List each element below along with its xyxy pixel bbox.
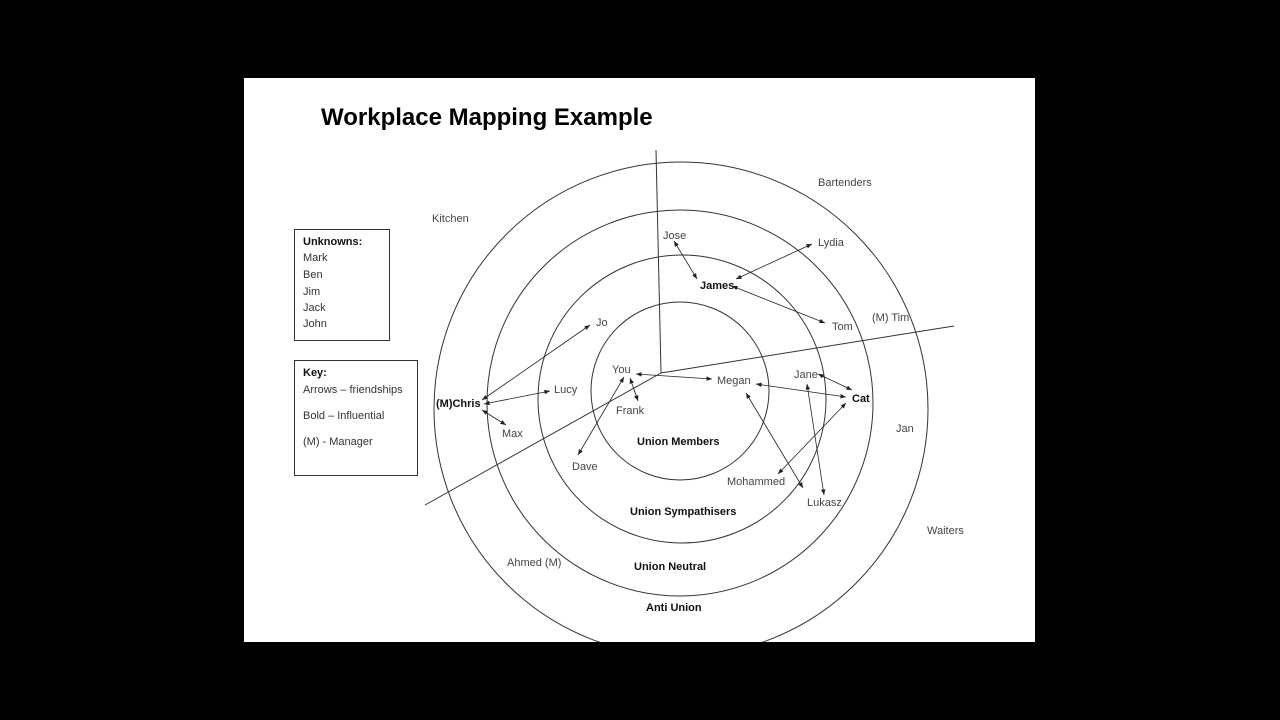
friendship-arrow bbox=[629, 377, 639, 402]
slide: Workplace Mapping Example Unknowns: Mark… bbox=[244, 78, 1035, 642]
friendship-arrow bbox=[673, 240, 698, 280]
ring-union-members bbox=[590, 301, 770, 481]
person-james: James bbox=[700, 280, 734, 292]
ring-label-union-neutral: Union Neutral bbox=[634, 561, 706, 573]
key-item: Arrows – friendships bbox=[303, 384, 403, 396]
person-tim: (M) Tim bbox=[872, 312, 909, 324]
person-tom: Tom bbox=[832, 321, 853, 333]
friendship-arrow bbox=[483, 389, 551, 406]
person-dave: Dave bbox=[572, 461, 598, 473]
person-chris: (M)Chris bbox=[436, 398, 481, 410]
page-title: Workplace Mapping Example bbox=[321, 104, 653, 131]
friendship-arrow bbox=[481, 409, 507, 426]
person-jan: Jan bbox=[896, 423, 914, 435]
unknown-item: Ben bbox=[303, 269, 323, 281]
divider-line bbox=[424, 372, 662, 506]
ring-union-neutral bbox=[486, 209, 874, 597]
unknown-item: Jack bbox=[303, 302, 326, 314]
person-megan: Megan bbox=[717, 375, 751, 387]
friendship-arrow bbox=[755, 382, 847, 399]
person-jo: Jo bbox=[596, 317, 608, 329]
workplace-map: Union Members Union Sympathisers Union N… bbox=[424, 149, 964, 642]
person-ahmed: Ahmed (M) bbox=[507, 557, 561, 569]
unknown-item: Jim bbox=[303, 286, 321, 298]
friendship-arrow bbox=[745, 392, 804, 489]
ring-label-union-sympathisers: Union Sympathisers bbox=[630, 506, 736, 518]
friendship-arrow bbox=[731, 285, 826, 324]
friendship-arrow bbox=[577, 376, 625, 456]
person-lydia: Lydia bbox=[818, 237, 845, 249]
divider-line bbox=[660, 325, 955, 374]
friendship-arrow bbox=[635, 372, 713, 381]
person-lukasz: Lukasz bbox=[807, 497, 842, 509]
key-item: (M) - Manager bbox=[303, 436, 373, 448]
unknowns-heading: Unknowns: bbox=[303, 236, 363, 248]
area-label-waiters: Waiters bbox=[927, 525, 964, 537]
person-you: You bbox=[612, 364, 631, 376]
person-lucy: Lucy bbox=[554, 384, 578, 396]
ring-label-union-members: Union Members bbox=[637, 436, 720, 448]
key-heading: Key: bbox=[303, 367, 327, 379]
unknowns-box: Unknowns: Mark Ben Jim Jack John bbox=[294, 229, 390, 341]
unknown-item: John bbox=[303, 318, 327, 330]
key-box: Key: Arrows – friendships Bold – Influen… bbox=[294, 360, 418, 476]
person-frank: Frank bbox=[616, 405, 645, 417]
ring-label-anti-union: Anti Union bbox=[646, 602, 702, 614]
friendship-arrow bbox=[735, 243, 813, 280]
friendship-arrow bbox=[817, 373, 853, 391]
person-jane: Jane bbox=[794, 369, 818, 381]
area-label-kitchen: Kitchen bbox=[432, 213, 469, 225]
person-mohammed: Mohammed bbox=[727, 476, 785, 488]
area-label-bartenders: Bartenders bbox=[818, 177, 872, 189]
person-jose: Jose bbox=[663, 230, 686, 242]
divider-line bbox=[655, 149, 662, 374]
unknown-item: Mark bbox=[303, 252, 328, 264]
friendship-arrow bbox=[805, 383, 826, 496]
person-cat: Cat bbox=[852, 393, 870, 405]
ring-union-sympathisers bbox=[537, 254, 827, 544]
person-max: Max bbox=[502, 428, 523, 440]
friendship-arrow bbox=[481, 324, 591, 401]
key-item: Bold – Influential bbox=[303, 410, 385, 422]
ring-anti-union bbox=[433, 161, 929, 642]
